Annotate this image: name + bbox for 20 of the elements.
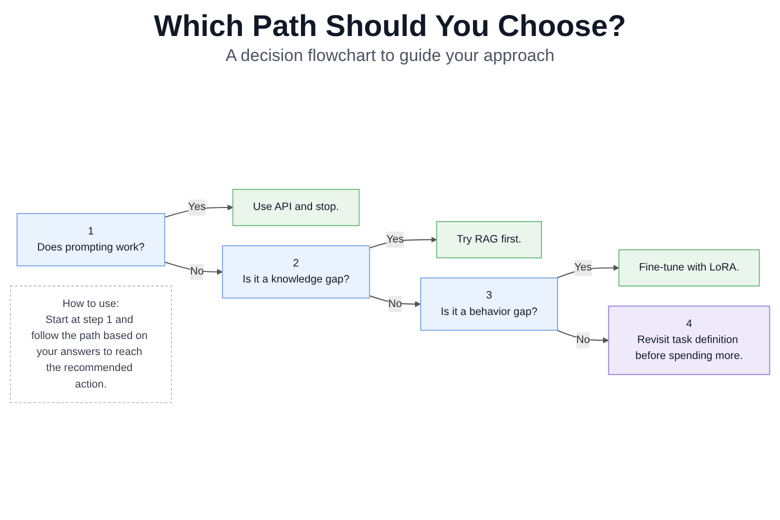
- edge-label: No: [388, 298, 402, 310]
- arrow: [164, 262, 223, 275]
- edge-label: Yes: [574, 262, 592, 274]
- node-box: 1 Does prompting work?: [16, 212, 166, 266]
- node-box: Use API and stop.: [232, 188, 360, 226]
- edge-label: No: [190, 266, 204, 278]
- node-box: Fine-tune with LoRA.: [618, 249, 760, 286]
- node-box: 2 Is it a knowledge gap?: [222, 245, 370, 299]
- arrow: [556, 264, 620, 278]
- edge-label: Yes: [188, 201, 206, 213]
- node-box: How to use: Start at step 1 and follow the path based on your answers to reach the recommended action.: [10, 286, 172, 404]
- title: Which Path Should You Choose?: [154, 10, 626, 44]
- subtitle: A decision flowchart to guide your approach: [226, 46, 554, 66]
- arrow: [164, 204, 234, 218]
- edge-label: Yes: [386, 234, 404, 246]
- node-box: Try RAG first.: [436, 221, 542, 258]
- node-box: 4 Revisit task definition before spending more.: [608, 306, 770, 375]
- arrow: [369, 236, 437, 248]
- edge-label: No: [576, 334, 590, 346]
- node-box: 3 Is it a behavior gap?: [420, 277, 558, 331]
